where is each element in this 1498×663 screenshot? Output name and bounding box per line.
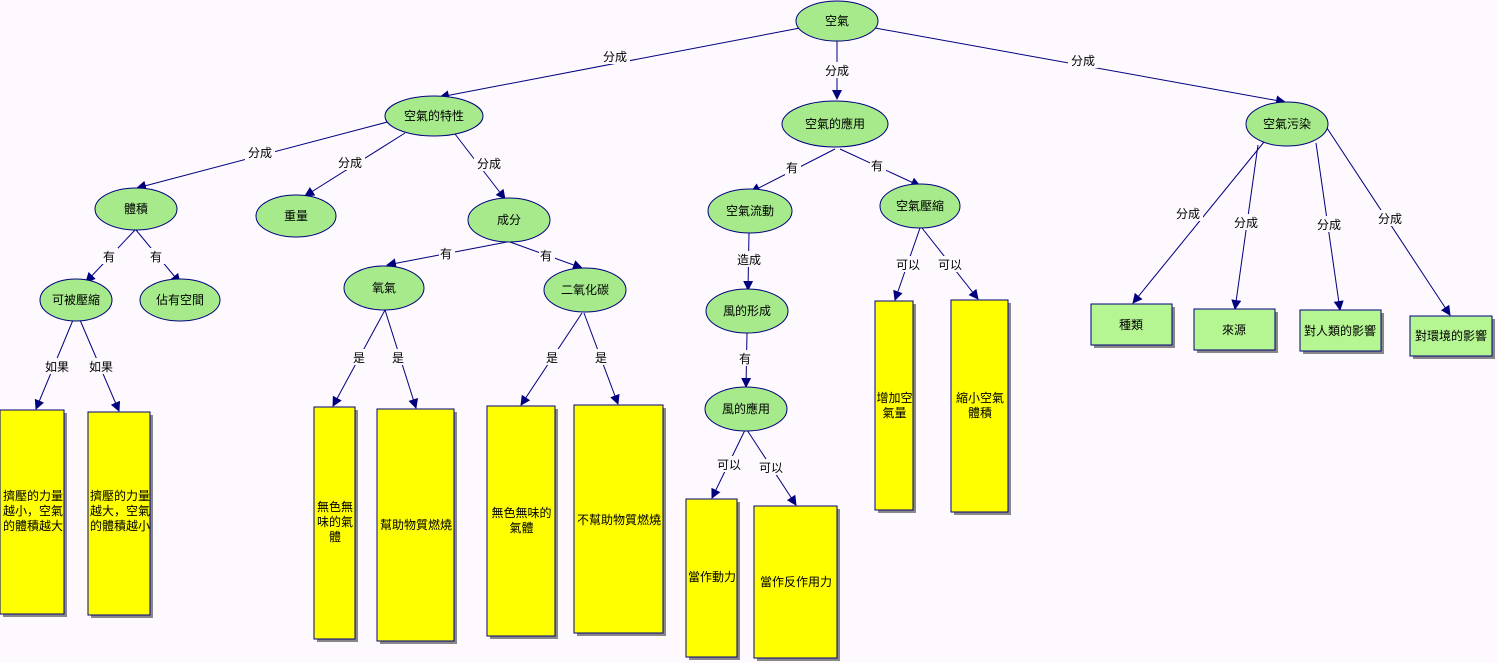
node-sources[interactable] <box>1193 308 1276 351</box>
node-types[interactable] <box>1090 303 1173 346</box>
node-types-label: 種類 <box>1119 318 1143 332</box>
link-label: 是 <box>353 351 365 365</box>
node-air-flow-label: 空氣流動 <box>726 204 774 218</box>
node-applications-label: 空氣的應用 <box>805 116 865 131</box>
link-label: 可以 <box>759 461 783 475</box>
node-oxygen-colorless[interactable] <box>313 406 356 640</box>
link-label: 分成 <box>825 64 849 78</box>
link-label: 可以 <box>896 258 920 272</box>
link-label: 分成 <box>1071 54 1095 68</box>
node-occupies-space[interactable] <box>139 278 221 322</box>
link-label: 分成 <box>1234 216 1258 230</box>
link-label: 造成 <box>737 253 761 267</box>
node-composition-label: 成分 <box>497 213 521 227</box>
node-large-force[interactable] <box>87 411 151 616</box>
node-root-label: 空氣 <box>825 14 849 28</box>
node-applications[interactable] <box>781 100 889 148</box>
node-weight-label: 重量 <box>284 209 308 223</box>
node-wind-formation-label: 風的形成 <box>723 303 771 318</box>
edge-pol-types <box>1132 141 1265 304</box>
link-label: 分成 <box>603 50 627 64</box>
node-oxygen-combustion[interactable] <box>376 408 455 642</box>
link-label: 分成 <box>477 157 501 171</box>
node-volume-label: 體積 <box>124 201 148 216</box>
node-effect-humans-label: 對人類的影響 <box>1304 323 1376 338</box>
link-label: 有 <box>739 352 751 366</box>
node-compressible[interactable] <box>39 278 113 322</box>
node-wind-formation[interactable] <box>705 288 789 334</box>
link-label: 分成 <box>1176 207 1200 221</box>
node-wind-use[interactable] <box>704 386 788 432</box>
link-label: 可以 <box>938 258 962 272</box>
link-label: 如果 <box>89 359 113 374</box>
link-label: 有 <box>150 250 162 264</box>
node-volume[interactable] <box>94 187 178 231</box>
node-characteristics-label: 空氣的特性 <box>404 108 464 123</box>
node-air-flow[interactable] <box>707 188 793 234</box>
link-label: 有 <box>440 247 452 261</box>
node-air-compression[interactable] <box>879 183 961 229</box>
node-effect-environment-label: 對環境的影響 <box>1415 328 1487 343</box>
node-compressible-label: 可被壓縮 <box>52 292 100 307</box>
node-reduce-volume[interactable] <box>950 299 1009 513</box>
link-label: 分成 <box>248 146 272 160</box>
node-characteristics[interactable] <box>384 95 484 137</box>
link-label: 有 <box>103 250 115 264</box>
node-composition[interactable] <box>467 197 551 243</box>
node-effect-environment[interactable] <box>1409 315 1493 357</box>
link-label: 分成 <box>338 156 362 170</box>
link-label: 是 <box>546 351 558 365</box>
node-oxygen[interactable] <box>343 265 425 311</box>
node-occupies-space-label: 佔有空間 <box>156 293 204 307</box>
node-increase-quantity[interactable] <box>874 300 914 511</box>
node-power[interactable] <box>685 498 738 658</box>
node-reaction-force[interactable] <box>753 505 838 659</box>
node-air-compression-label: 空氣壓縮 <box>896 198 944 213</box>
node-co2[interactable] <box>543 267 627 313</box>
node-pollution[interactable] <box>1245 101 1329 147</box>
node-weight[interactable] <box>255 194 337 238</box>
link-label: 是 <box>392 351 404 365</box>
link-label: 可以 <box>717 458 741 472</box>
link-label: 分成 <box>1378 212 1402 226</box>
node-sources-label: 來源 <box>1222 323 1246 337</box>
link-label: 是 <box>595 351 607 365</box>
node-co2-no-combustion[interactable] <box>573 404 664 634</box>
node-co2-label: 二氧化碳 <box>561 283 609 297</box>
node-co2-colorless[interactable] <box>486 405 556 637</box>
link-label: 有 <box>871 159 883 173</box>
node-wind-use-label: 風的應用 <box>722 401 770 416</box>
link-label: 分成 <box>1317 218 1341 232</box>
node-small-force[interactable] <box>0 409 65 615</box>
link-label: 如果 <box>45 359 69 374</box>
node-root[interactable] <box>795 0 879 42</box>
node-effect-humans[interactable] <box>1299 309 1382 352</box>
link-label: 有 <box>786 161 798 175</box>
node-pollution-label: 空氣污染 <box>1263 116 1311 131</box>
node-oxygen-label: 氧氣 <box>372 281 396 295</box>
link-label: 有 <box>540 249 552 263</box>
